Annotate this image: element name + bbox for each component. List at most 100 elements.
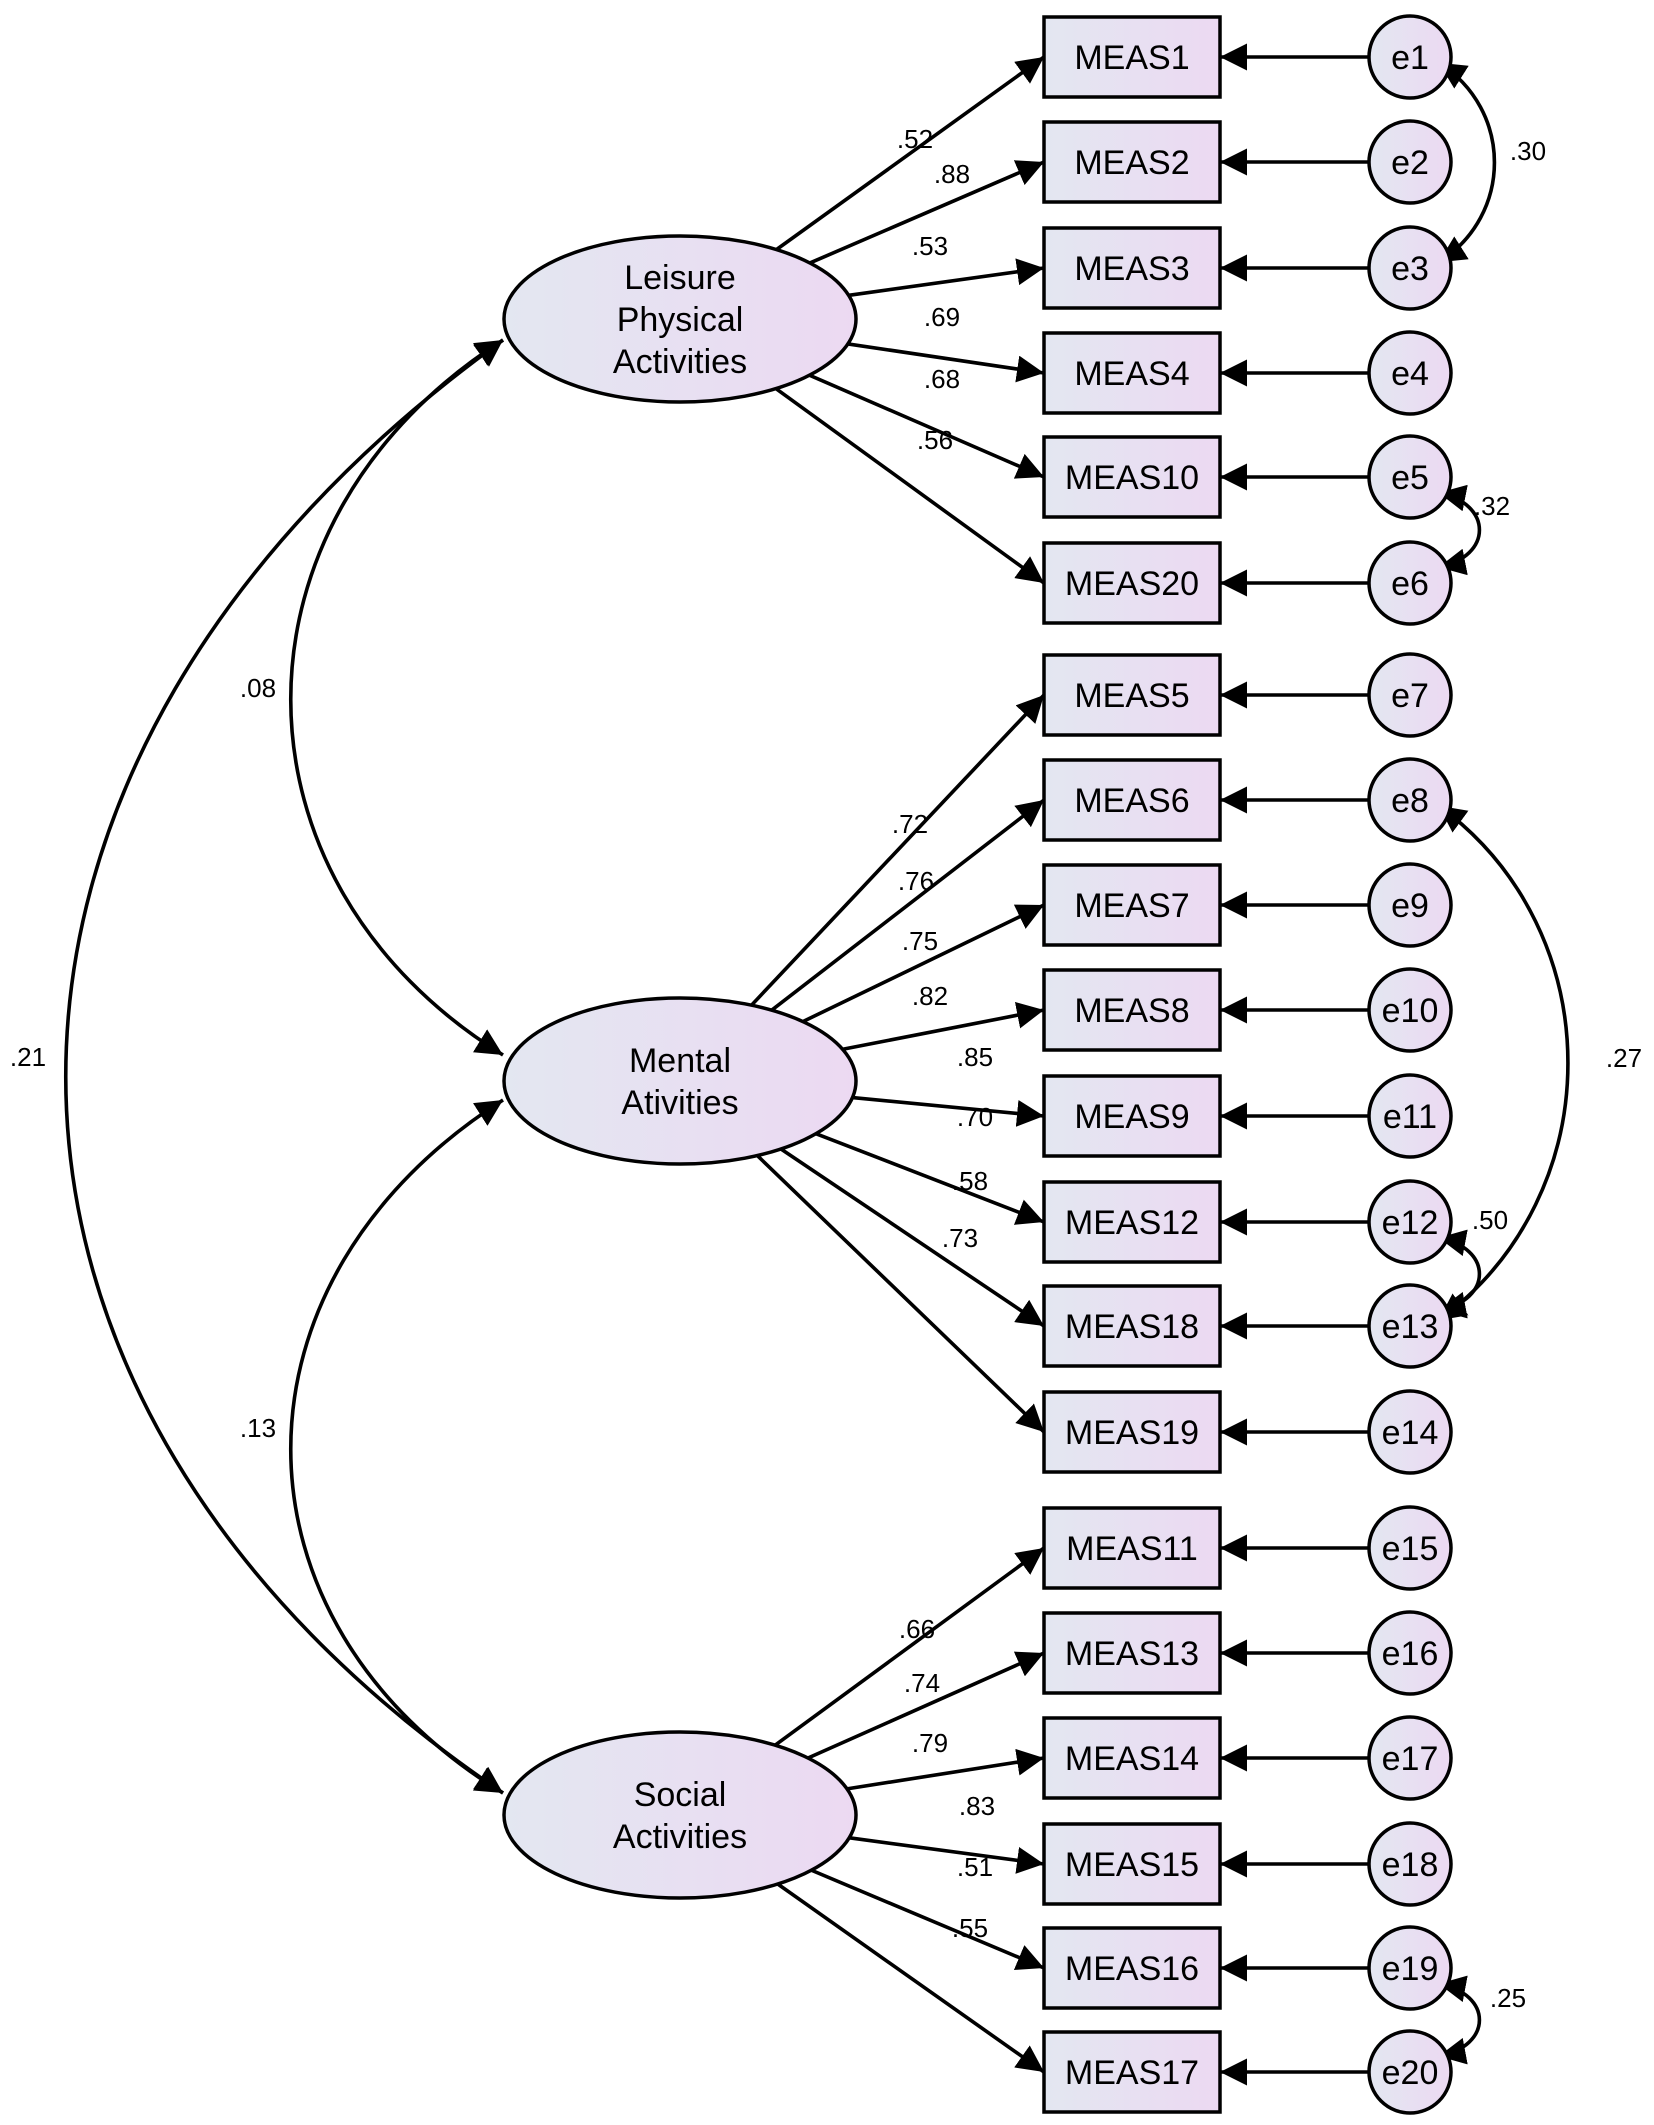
loading-value: .55 [952,1913,988,1943]
loading-value: .79 [912,1728,948,1758]
error-label: e17 [1382,1740,1439,1778]
error-covariance-value: .32 [1474,491,1510,521]
indicator-label: MEAS17 [1065,2054,1199,2092]
indicator-label: MEAS3 [1074,250,1189,288]
error-circle [1367,1715,1453,1801]
latent-ma-ellipse [502,996,858,1166]
error-covariance-path [1438,484,1481,576]
error-circle [1367,1179,1453,1265]
error-label: e3 [1391,250,1429,288]
error-label: e20 [1382,2054,1439,2092]
loading-path [778,1146,1046,1328]
factor-correlation-path [63,338,505,1795]
indicator-box [1042,120,1222,204]
error-circle [1367,1610,1453,1696]
indicator-label: MEAS14 [1065,1740,1199,1778]
error-label: e4 [1391,355,1429,393]
error-label: e19 [1382,1950,1439,1988]
indicator-box [1042,331,1222,415]
loading-value: .68 [924,364,960,394]
error-label: e1 [1391,39,1429,77]
error-covariance-path [1438,1975,1481,2065]
loading-path [773,386,1046,585]
latent-sa-label: Social [634,1776,727,1814]
loading-path [846,1835,1045,1874]
latent-ma-label: Ativities [621,1084,738,1122]
indicator-box [1042,541,1222,625]
loading-value: .72 [892,809,928,839]
indicator-label: MEAS6 [1074,782,1189,820]
loading-path [806,372,1045,479]
error-covariance-path [1438,1229,1481,1319]
loading-value: .75 [902,926,938,956]
indicator-label: MEAS2 [1074,144,1189,182]
indicator-label: MEAS7 [1074,887,1189,925]
error-label: e13 [1382,1308,1439,1346]
indicator-box [1042,1716,1222,1800]
indicator-label: MEAS20 [1065,565,1199,603]
error-circle [1367,1505,1453,1591]
error-covariance-value: .30 [1510,136,1546,166]
error-circle [1367,2029,1453,2115]
error-label: e15 [1382,1530,1439,1568]
error-circle [1367,862,1453,948]
loading-value: .76 [898,866,934,896]
error-circle [1367,119,1453,205]
error-circle [1367,14,1453,100]
error-circle [1367,652,1453,738]
error-circle [1367,225,1453,311]
error-circle [1367,1821,1453,1907]
error-label: e16 [1382,1635,1439,1673]
loading-value: .69 [924,302,960,332]
error-label: e9 [1391,887,1429,925]
error-circle [1367,540,1453,626]
indicator-box [1042,758,1222,842]
indicator-label: MEAS8 [1074,992,1189,1030]
factor-correlation-path [289,338,504,1057]
loading-value: .74 [904,1668,940,1698]
indicator-box [1042,1284,1222,1368]
indicator-box [1042,1390,1222,1474]
labels-layer: LeisurePhysicalActivitiesMentalAtivities… [10,39,1642,2092]
indicator-label: MEAS11 [1066,1530,1198,1568]
latent-sa-ellipse [502,1730,858,1900]
nodes-layer [502,14,1453,2115]
loading-path [749,693,1046,1008]
indicator-box [1042,968,1222,1052]
loading-value: .88 [934,159,970,189]
error-circle [1367,757,1453,843]
error-label: e10 [1382,992,1439,1030]
loading-path [845,258,1045,298]
indicator-label: MEAS4 [1074,355,1189,393]
indicator-box [1042,653,1222,737]
loading-path [845,341,1045,383]
error-label: e2 [1391,144,1429,182]
error-circle [1367,1389,1453,1475]
indicator-box [1042,2030,1222,2114]
loading-value: .73 [942,1223,978,1253]
error-circle [1367,967,1453,1053]
loading-value: .85 [957,1042,993,1072]
latent-ma-label: Mental [629,1042,731,1080]
error-circle [1367,1283,1453,1369]
latent-lpa-label: Leisure [624,259,736,297]
error-label: e8 [1391,782,1429,820]
latent-lpa-label: Activities [613,343,747,381]
loading-value: .66 [899,1614,935,1644]
error-covariance-path [1437,61,1497,264]
loading-path [773,55,1046,253]
error-covariance-value: .25 [1490,1983,1526,2013]
indicator-box [1042,1611,1222,1695]
loading-path [754,1153,1046,1434]
indicator-box [1042,15,1222,99]
indicator-box [1042,1180,1222,1264]
indicator-box [1042,1926,1222,2010]
loading-value: .52 [897,124,933,154]
loading-path [805,1651,1045,1761]
error-covariance-value: .50 [1472,1205,1508,1235]
factor-correlation-value: .21 [10,1042,46,1072]
factor-correlation-value: .13 [240,1413,276,1443]
loading-value: .82 [912,981,948,1011]
edges-layer [63,43,1570,2086]
